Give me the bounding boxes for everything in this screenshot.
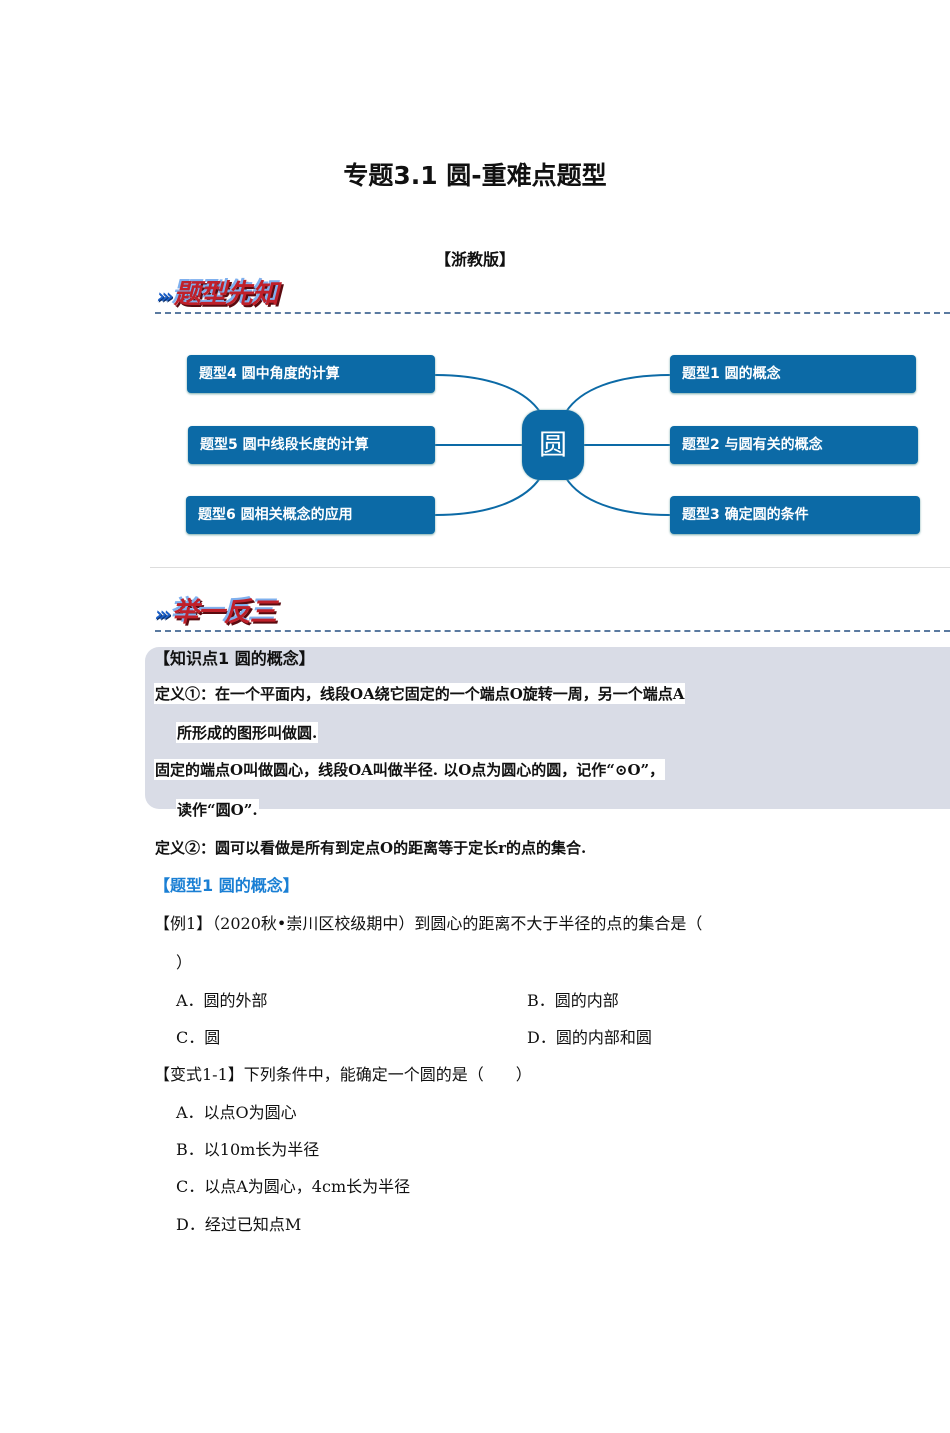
arrows-icon: ››› [155,602,172,626]
option-a: A．圆的外部 [176,991,268,1010]
option-b: B．以10m长为半径 [176,1140,320,1159]
section-banner-practice: ›››举一反三 [155,590,277,629]
mindmap-center: 圆 [522,410,584,480]
definition-line: 定义①：在一个平面内，线段OA绕它固定的一个端点O旋转一周，另一个端点A [154,683,686,704]
option-b: B．圆的内部 [527,991,619,1010]
banner-text: 题型先知 [173,279,279,310]
definition-line: 所形成的图形叫做圆. [176,722,319,743]
example1-stem: 【例1】（2020秋•崇川区校级期中）到圆心的距离不大于半径的点的集合是（ [154,914,703,933]
definition-2: 定义②：圆可以看做是所有到定点O的距离等于定长r的点的集合. [155,839,587,857]
mindmap-connectors [434,374,671,516]
variant1-stem: 【变式1-1】下列条件中，能确定一个圆的是（ ） [154,1065,532,1084]
connector [565,374,671,413]
option-c: C．以点A为圆心，4cm长为半径 [176,1177,411,1196]
example1-close: ） [176,953,193,972]
divider [150,567,950,568]
section-banner-preview: ›››题型先知 [157,272,279,311]
type1-heading: 【题型1 圆的概念】 [154,876,299,895]
mindmap-node-type5: 题型5 圆中线段长度的计算 [188,426,435,464]
mindmap-node-type4: 题型4 圆中角度的计算 [187,355,435,393]
option-c: C．圆 [176,1028,221,1047]
option-d: D．圆的内部和圆 [527,1028,652,1047]
mindmap-node-type6: 题型6 圆相关概念的应用 [186,496,435,534]
connector [434,374,541,413]
divider [155,312,950,314]
option-d: D．经过已知点M [176,1215,302,1234]
knowledge-heading: 【知识点1 圆的概念】 [154,649,315,668]
mindmap-node-type2: 题型2 与圆有关的概念 [670,426,918,464]
banner-text: 举一反三 [171,597,277,628]
divider [155,630,950,632]
mindmap-node-type3: 题型3 确定圆的条件 [670,496,920,534]
mindmap-node-type1: 题型1 圆的概念 [670,355,916,393]
definition-line: 读作“圆O”. [176,799,259,820]
option-a: A．以点O为圆心 [176,1103,297,1122]
connector [565,477,671,516]
definition-line: 固定的端点O叫做圆心，线段OA叫做半径. 以O点为圆心的圆，记作“⊙O”， [154,759,666,780]
page-title: 专题3.1 圆-重难点题型 [343,161,607,190]
arrows-icon: ››› [157,284,174,308]
connector [434,477,541,516]
edition-label: 【浙教版】 [434,250,515,269]
